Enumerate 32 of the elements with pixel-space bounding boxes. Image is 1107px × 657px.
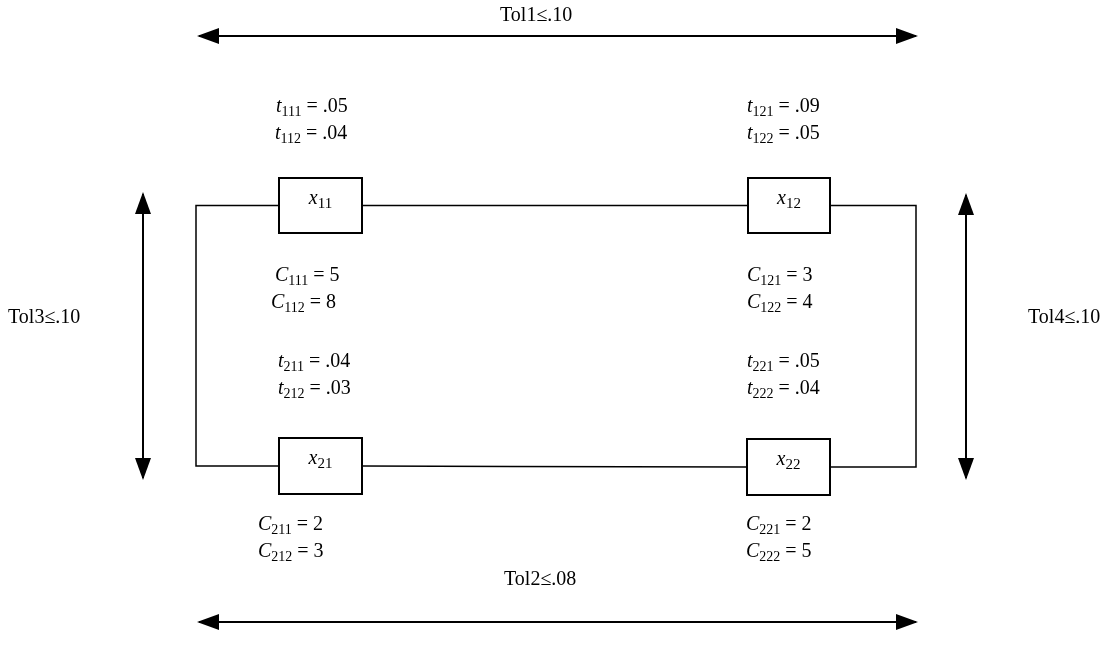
parameter-label: Tol1≤.10 (500, 2, 573, 26)
connector-line (362, 204, 748, 207)
variable-label: x$_{22}$ (776, 448, 801, 468)
variable-label: x$_{12}$ (777, 187, 801, 207)
connector-line (195, 204, 279, 467)
parameter-label: C$_{222}$ = 5 (746, 538, 812, 562)
variable-box (746, 438, 831, 496)
parameter-label: C$_{112}$ = 8 (271, 289, 337, 313)
parameter-label: t$_{211}$ = .04 (278, 348, 351, 372)
parameter-label: t$_{121}$ = .09 (747, 93, 820, 117)
parameter-label: C$_{221}$ = 2 (746, 511, 812, 535)
variable-box (278, 177, 363, 234)
parameter-label: Tol4≤.10 (1028, 304, 1101, 328)
variable-box (278, 437, 363, 495)
parameter-label: C$_{211}$ = 2 (258, 511, 324, 535)
parameter-label: C$_{212}$ = 3 (258, 538, 324, 562)
variable-label: x$_{11}$ (308, 187, 333, 207)
connector-line (362, 465, 747, 468)
parameter-label: C$_{121}$ = 3 (747, 262, 813, 286)
variable-label: x$_{21}$ (308, 447, 333, 467)
parameter-label: t$_{112}$ = .04 (275, 120, 348, 144)
parameter-label: t$_{222}$ = .04 (747, 375, 820, 399)
parameter-label: Tol2≤.08 (504, 566, 577, 590)
parameter-label: t$_{122}$ = .05 (747, 120, 820, 144)
parameter-label: t$_{111}$ = .05 (276, 93, 348, 117)
parameter-label: C$_{111}$ = 5 (275, 262, 340, 286)
variable-box (747, 177, 831, 234)
parameter-label: t$_{221}$ = .05 (747, 348, 820, 372)
parameter-label: t$_{212}$ = .03 (278, 375, 351, 399)
connector-line (830, 204, 917, 468)
parameter-label: Tol3≤.10 (8, 304, 81, 328)
parameter-label: C$_{122}$ = 4 (747, 289, 813, 313)
